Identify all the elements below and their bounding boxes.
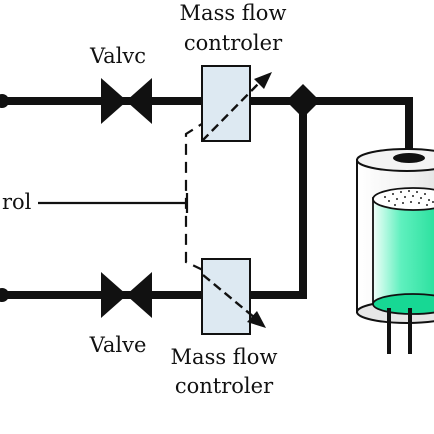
mass-flow-controller-icon bbox=[201, 65, 272, 142]
liquid-surface-dots bbox=[384, 190, 434, 206]
mfc-bottom-label-line1: Mass flow bbox=[171, 345, 278, 369]
mass-flow-controller-icon bbox=[201, 258, 266, 335]
junction-diamond-icon bbox=[286, 84, 320, 118]
mfc-top-label-line1: Mass flow bbox=[180, 1, 287, 25]
control-label: rol bbox=[2, 190, 32, 214]
mfc-top-label-line2: controler bbox=[184, 31, 283, 55]
valve-bottom-label: Valve bbox=[89, 333, 147, 357]
control-signal-link bbox=[184, 119, 209, 272]
vessel-icon bbox=[356, 148, 434, 354]
bottom-gas-line bbox=[0, 101, 307, 302]
valve-icon bbox=[101, 78, 152, 124]
mfc-bottom-label-line2: controler bbox=[175, 374, 274, 398]
valve-icon bbox=[101, 272, 152, 318]
valve-top-label: Valvc bbox=[89, 44, 146, 68]
